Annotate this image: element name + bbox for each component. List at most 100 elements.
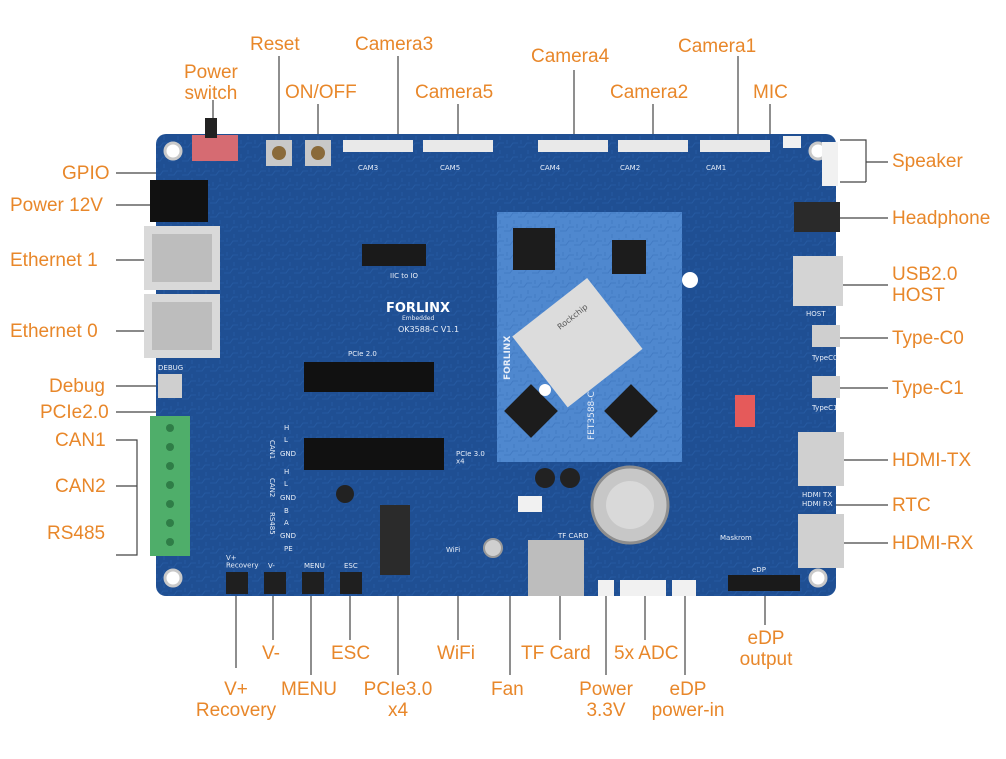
- silk-som-model: FET3588-C: [587, 391, 597, 440]
- fan-connector: [518, 496, 542, 512]
- silk-rs-gnd: GND: [280, 532, 296, 540]
- silk-pe: PE: [284, 545, 293, 553]
- label-camera1: Camera1: [678, 36, 757, 57]
- camera4-connector: [538, 140, 608, 152]
- silk-cam4: CAM4: [540, 164, 561, 172]
- silk-pcie2: PCIe 2.0: [348, 350, 377, 358]
- label-camera5: Camera5: [415, 82, 494, 103]
- label-speaker: Speaker: [892, 151, 963, 172]
- label-menu: MENU: [281, 679, 337, 700]
- typec0-port: [812, 325, 840, 347]
- label-pcie20: PCIe2.0: [40, 402, 109, 423]
- label-camera2: Camera2: [610, 82, 689, 103]
- silk-tf-card: TF CARD: [557, 532, 588, 540]
- label-camera3: Camera3: [355, 34, 434, 55]
- silk-can2: CAN2: [268, 478, 276, 497]
- silk-iic: IIC to IO: [390, 272, 419, 280]
- silk-model: OK3588-C V1.1: [398, 325, 459, 334]
- silk-brand: FORLINX: [386, 301, 450, 316]
- power-12v-jack: [150, 180, 208, 222]
- label-on-off: ON/OFF: [285, 82, 357, 103]
- label-type-c1: Type-C1: [892, 378, 964, 399]
- label-v-plus-recovery: V+ Recovery: [195, 679, 277, 721]
- silk-cam5: CAM5: [440, 164, 460, 172]
- label-gpio: GPIO: [62, 163, 110, 184]
- silk-cam3: CAM3: [358, 164, 378, 172]
- pcb: [156, 134, 836, 596]
- label-edp-power-in: eDP power-in: [651, 679, 725, 721]
- silk-rs485: RS485: [268, 512, 276, 535]
- power-switch: [192, 135, 238, 161]
- silk-typec1: TypeC1: [811, 404, 837, 412]
- pcie3-slot: [304, 438, 444, 470]
- silk-can1: CAN1: [268, 440, 276, 459]
- label-rs485: RS485: [47, 523, 106, 544]
- camera5-connector: [423, 140, 493, 152]
- label-camera4: Camera4: [531, 46, 610, 67]
- headphone-jack: [794, 202, 840, 232]
- leader-speaker: [840, 139, 888, 183]
- silk-vminus: V-: [268, 562, 275, 570]
- label-power-switch: Power switch: [184, 62, 238, 104]
- label-ethernet1: Ethernet 1: [10, 250, 98, 271]
- silk-cam1: CAM1: [706, 164, 726, 172]
- top-connectors: [144, 118, 844, 596]
- typec1-port: [812, 376, 840, 398]
- silk-typec0: TypeC0: [811, 354, 837, 362]
- tf-card-slot: [528, 540, 584, 596]
- usb-host-port: [793, 256, 843, 306]
- emmc-chip: [513, 228, 555, 270]
- silk-can2-gnd: GND: [280, 494, 296, 502]
- side-buttons: [226, 572, 362, 594]
- pcie2-slot: [304, 362, 434, 392]
- silk-esc: ESC: [344, 562, 358, 570]
- label-fan: Fan: [491, 679, 524, 700]
- camera2-connector: [618, 140, 688, 152]
- pmic-chip: [612, 240, 646, 274]
- silk-can2-l: L: [284, 480, 288, 488]
- speaker-connector: [822, 142, 838, 186]
- silk-som-brand: FORLINX: [503, 336, 513, 380]
- silk-maskrom: Maskrom: [720, 534, 752, 542]
- label-pcie30-x4: PCIe3.0 x4: [363, 679, 433, 721]
- label-hdmi-rx: HDMI-RX: [892, 533, 974, 554]
- silk-hdmi-tx: HDMI TX: [802, 491, 832, 499]
- camera1-connector: [700, 140, 770, 152]
- edp-output-header: [728, 575, 800, 591]
- label-reset: Reset: [250, 34, 300, 55]
- silk-hdmi-rx: HDMI RX: [802, 500, 833, 508]
- label-ethernet0: Ethernet 0: [10, 321, 98, 342]
- silk-cam2: CAM2: [620, 164, 640, 172]
- hdmi-tx-port: [798, 432, 844, 486]
- gpio-header: [362, 244, 426, 266]
- label-type-c0: Type-C0: [892, 328, 964, 349]
- label-can2: CAN2: [55, 476, 106, 497]
- label-wifi: WiFi: [437, 643, 475, 664]
- power33-connector: [598, 580, 614, 596]
- silk-rs-b: B: [284, 507, 289, 515]
- silk-can1-gnd: GND: [280, 450, 296, 458]
- cpu: [512, 277, 643, 408]
- label-edp-output: eDP output: [739, 628, 793, 670]
- label-headphone: Headphone: [892, 208, 991, 229]
- label-debug: Debug: [49, 376, 105, 397]
- mount-hole: [483, 538, 503, 558]
- mount-hole: [163, 568, 183, 588]
- label-hdmi-tx: HDMI-TX: [892, 450, 972, 471]
- silk-host: HOST: [806, 310, 826, 318]
- mount-hole: [808, 568, 828, 588]
- silk-debug: DEBUG: [158, 364, 183, 372]
- som-module: [497, 212, 698, 462]
- camera3-connector: [343, 140, 413, 152]
- label-tf-card: TF Card: [521, 643, 591, 664]
- leader-can: [116, 439, 138, 556]
- label-power-33v: Power 3.3V: [579, 679, 633, 721]
- label-can1: CAN1: [55, 430, 106, 451]
- label-power-12v: Power 12V: [10, 195, 103, 216]
- silk-recovery: V+Recovery: [226, 554, 258, 570]
- mic-connector: [783, 136, 801, 148]
- hdmi-rx-port: [798, 514, 844, 568]
- mount-hole: [163, 141, 183, 161]
